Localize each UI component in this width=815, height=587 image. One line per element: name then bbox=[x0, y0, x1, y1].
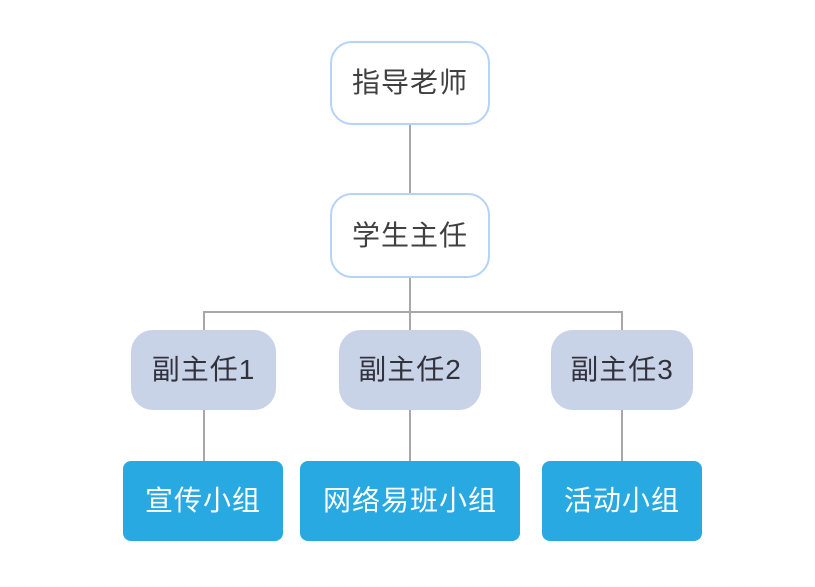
node-student-director: 学生主任 bbox=[330, 193, 490, 278]
connector-deputy3-group3 bbox=[621, 410, 623, 461]
connector-advisor-director bbox=[409, 125, 411, 193]
node-publicity-group: 宣传小组 bbox=[123, 461, 283, 541]
connector-horizontal-rail bbox=[203, 311, 623, 313]
connector-deputy2-group2 bbox=[409, 410, 411, 461]
node-advisor: 指导老师 bbox=[330, 41, 490, 125]
connector-deputy1-group1 bbox=[203, 410, 205, 461]
connector-director-stem bbox=[409, 278, 411, 330]
node-deputy-director-2: 副主任2 bbox=[339, 330, 481, 410]
connector-drop-deputy1 bbox=[203, 311, 205, 330]
node-activity-group: 活动小组 bbox=[542, 461, 702, 541]
connector-drop-deputy3 bbox=[621, 311, 623, 330]
node-network-yiban-group: 网络易班小组 bbox=[300, 461, 520, 541]
node-deputy-director-3: 副主任3 bbox=[551, 330, 693, 410]
node-deputy-director-1: 副主任1 bbox=[131, 330, 276, 410]
